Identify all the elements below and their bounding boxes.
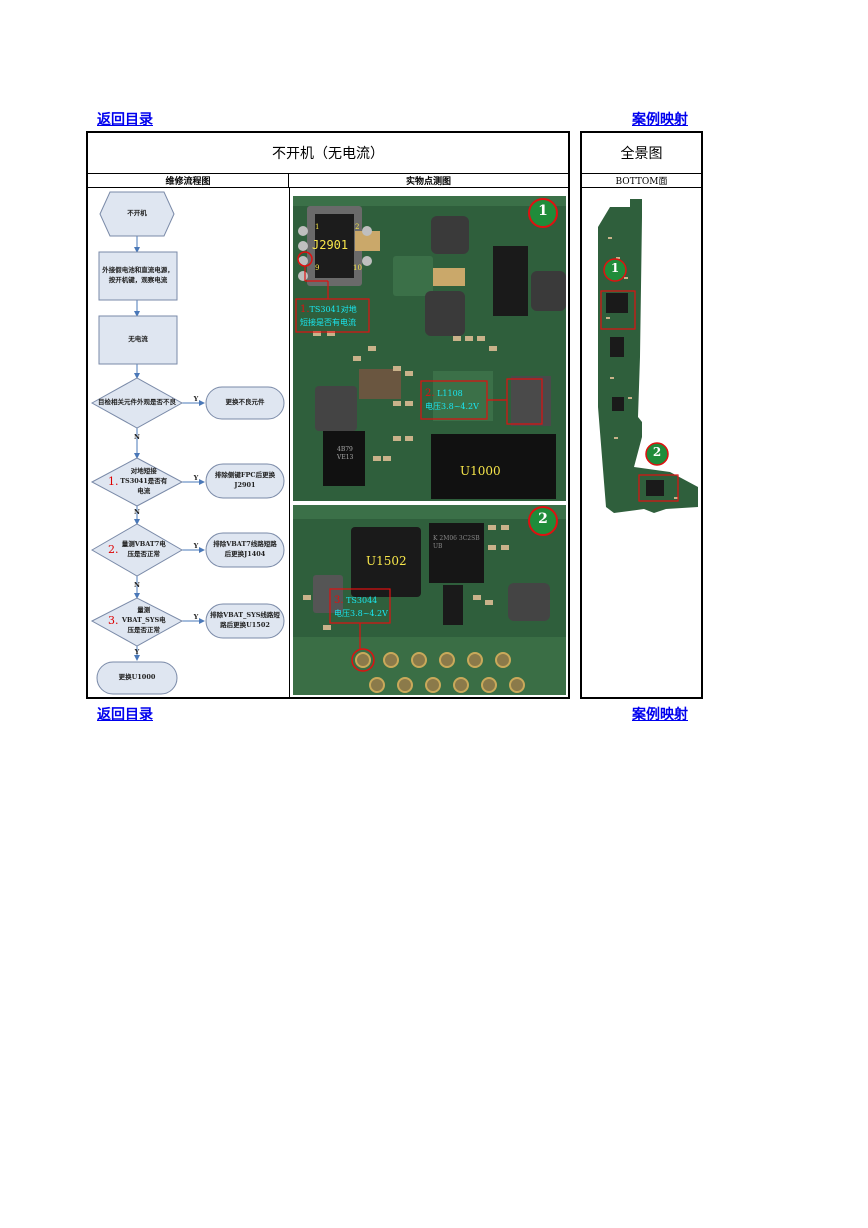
flow-yes-label-4: Y: [193, 613, 199, 622]
flow-action-1: 更换不良元件: [225, 398, 265, 407]
photo1-pin2: 2: [355, 223, 360, 231]
repair-flowchart: 不开机 外接假电池和直流电源，按开机键，观察电流 无电流 目检相关元件外观是否不…: [88, 188, 289, 697]
action-rounded-1: [205, 386, 285, 420]
step-box-2: [98, 315, 178, 365]
page-title: 不开机（无电流）: [272, 146, 384, 162]
photo2-marker: 2: [538, 511, 548, 527]
overview-panel: 全景图 BOTTOM面 1 2: [580, 131, 703, 699]
flow-decision-3: 2.量测VBAT7电压是否正常: [108, 540, 166, 558]
decision-diamond-3: [91, 523, 183, 577]
photo1-marker: 1: [538, 203, 548, 219]
column-divider: [289, 188, 290, 697]
flow-no-label-3: N: [134, 581, 140, 590]
photo1-connector-label: J2901: [312, 238, 349, 252]
board-bottom-view: 1 2: [594, 197, 698, 517]
column-header-photo: 实物点测图: [289, 173, 568, 188]
photo2-chip-label: U1502: [366, 554, 407, 568]
flow-action-2: 排除侧键FPC后更换J2901: [214, 471, 276, 489]
photo2-chip-marking: K 2M06 3C2SB UB: [433, 535, 480, 550]
back-to-contents-link[interactable]: 返回目录: [97, 112, 153, 128]
board-marker-2: 2: [652, 445, 662, 459]
flow-step-2: 无电流: [128, 335, 148, 344]
decision-diamond-2: [90, 457, 184, 507]
overview-title: 全景图: [620, 146, 663, 162]
end-rounded: [96, 661, 178, 695]
photo1-pin9: 9: [315, 264, 320, 272]
flow-yes-label-2: Y: [193, 474, 199, 483]
pcb-photo-1: 1 J2901 1 2 9 10 1.TS3041对地短接是否有电流 2. L1…: [293, 196, 566, 501]
photo1-note1: 1.TS3041对地短接是否有电流: [300, 304, 357, 327]
column-header-board: BOTTOM面: [582, 173, 701, 188]
flow-no-label-2: N: [134, 508, 140, 517]
decision-diamond-1: [90, 377, 184, 429]
flow-start: 不开机: [127, 209, 147, 218]
flow-yes-label-5: Y: [134, 648, 140, 657]
flow-step-1: 外接假电池和直流电源，按开机键，观察电流: [102, 266, 174, 284]
case-mapping-link[interactable]: 案例映射: [632, 112, 688, 128]
photo1-pin10: 10: [353, 264, 362, 272]
step-box-1: [98, 251, 178, 301]
flow-action-3: 排除VBAT7线路短路后更换J1404: [213, 540, 277, 558]
flow-yes-label-1: Y: [193, 395, 199, 404]
flow-action-4: 排除VBAT_SYS线路短路后更换U1502: [210, 611, 280, 629]
decision-diamond-4: [90, 597, 184, 647]
back-to-contents-link-bottom[interactable]: 返回目录: [97, 707, 153, 723]
action-rounded-4: [205, 603, 285, 639]
action-rounded-3: [205, 532, 285, 568]
column-header-flow: 维修流程图: [88, 173, 289, 188]
flow-decision-2: 1.对地短接TS3041是否有电流: [108, 467, 168, 495]
board-marker-1: 1: [610, 261, 620, 275]
photo1-pin1: 1: [315, 223, 320, 231]
flow-no-label-1: N: [134, 433, 140, 442]
flowchart-shapes: [90, 191, 285, 695]
flow-end: 更换U1000: [118, 673, 156, 682]
start-hexagon: [99, 191, 175, 237]
main-table: 不开机（无电流） 维修流程图 实物点测图: [86, 131, 570, 699]
photo1-chip-label: U1000: [460, 464, 501, 478]
flow-yes-label-3: Y: [193, 542, 199, 551]
flow-decision-4: 3.量测VBAT_SYS电压是否正常: [108, 606, 166, 634]
case-mapping-link-bottom[interactable]: 案例映射: [632, 707, 688, 723]
action-rounded-2: [205, 463, 285, 499]
flow-decision-1: 目检相关元件外观是否不良: [98, 398, 176, 407]
